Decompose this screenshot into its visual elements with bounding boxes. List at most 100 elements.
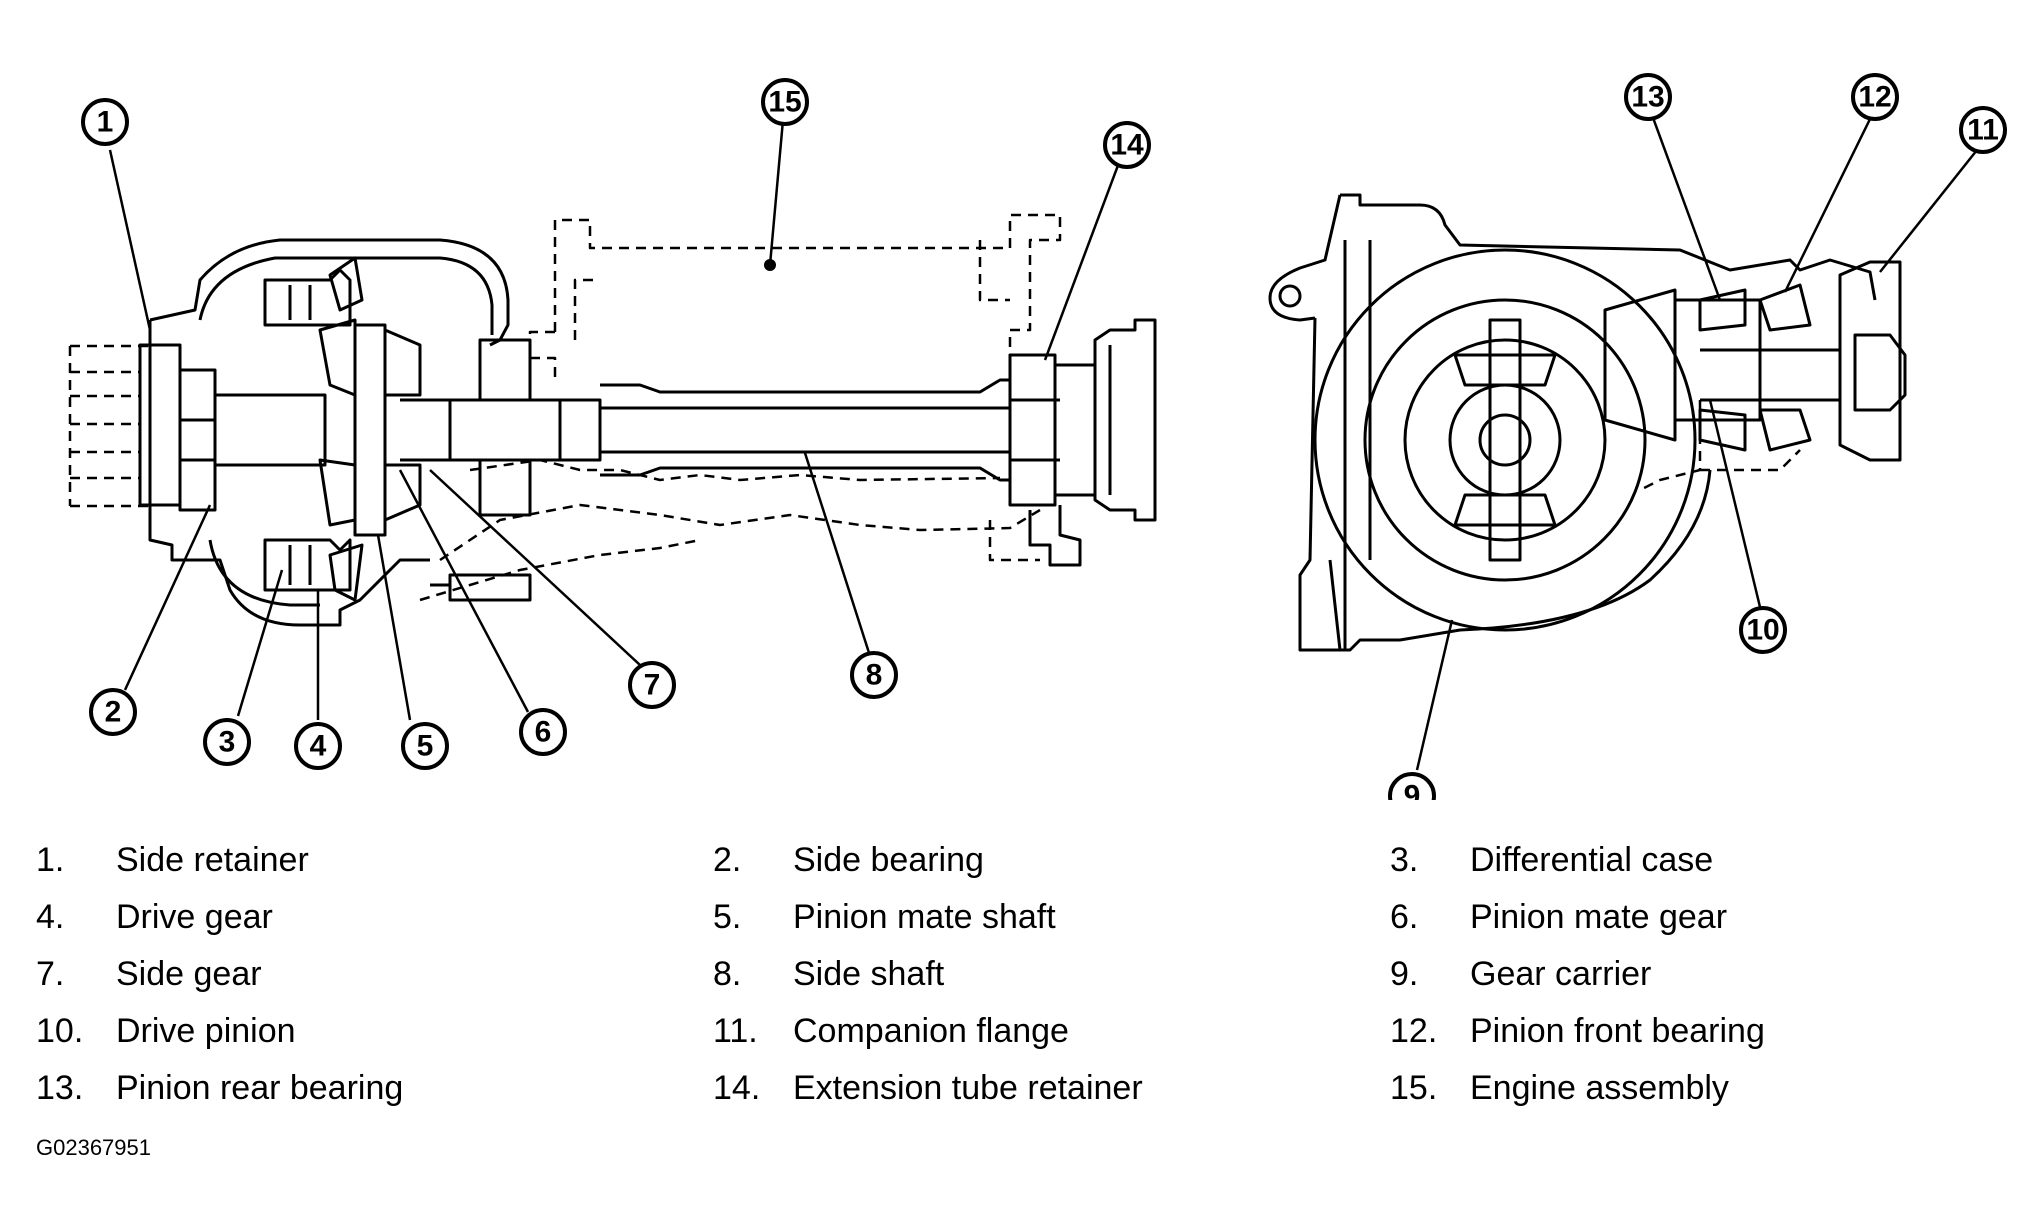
leader-8 (803, 452, 872, 657)
engine-assembly-outline (528, 213, 1062, 378)
side-bearing-left (178, 368, 217, 422)
legend-number: 7. (36, 955, 65, 993)
drive-gear-bottom-bolt (328, 543, 364, 602)
drive-gear-disc-inner (1403, 338, 1607, 542)
legend-label: Extension tube retainer (793, 1069, 1143, 1107)
callout-label: 7 (644, 669, 661, 702)
carrier-mount-hole (1278, 284, 1302, 308)
callout-label: 9 (1404, 780, 1421, 801)
side-shaft (400, 398, 1060, 462)
leader-13 (1650, 114, 1722, 301)
legend-number: 9. (1390, 955, 1419, 993)
pinion-mate-shaft (353, 323, 387, 537)
callout-8: 8 (850, 651, 898, 699)
differential-case-hub (1448, 383, 1562, 497)
legend-number: 11. (713, 1012, 758, 1050)
callout-label: 2 (105, 696, 122, 729)
side-bearing-right (478, 338, 532, 402)
pinion-mate-shaft-vertical (1488, 318, 1522, 562)
drive-gear-top-bolt (328, 256, 364, 312)
callout-13: 13 (1624, 73, 1672, 121)
leader-2 (123, 504, 212, 691)
callout-label: 8 (866, 659, 883, 692)
side-bearing-left-lower (178, 458, 217, 512)
legend-label: Drive pinion (116, 1012, 296, 1050)
callout-label: 4 (310, 730, 327, 763)
legend-label: Side gear (116, 955, 262, 993)
extension-tube-retainer (1008, 353, 1057, 507)
callout-label: 5 (417, 730, 434, 763)
callout-label: 1 (97, 106, 114, 139)
parts-legend: 1. Side retainer 2. Side bearing 3. Diff… (0, 840, 2033, 1170)
pinion-mate-gears-vertical (1453, 353, 1557, 527)
differential-case-center (1478, 413, 1532, 467)
callout-6: 6 (519, 708, 567, 756)
lower-housing-outline (419, 458, 1041, 602)
leader-14 (1043, 159, 1122, 361)
legend-number: 3. (1390, 841, 1419, 879)
legend-label: Pinion front bearing (1470, 1012, 1765, 1050)
drive-gear-bottom (263, 538, 352, 592)
drive-pinion (1603, 288, 1762, 442)
callout-14: 14 (1103, 121, 1151, 169)
axle-stub-outline (68, 344, 150, 508)
flange-lower-bracket (1028, 505, 1082, 567)
callout-10: 10 (1739, 606, 1787, 654)
callouts: 1 2 3 4 5 6 7 8 (81, 73, 2007, 801)
side-gear-right (383, 328, 422, 522)
legend-label: Gear carrier (1470, 955, 1652, 993)
pinion-mate-gear-upper (318, 318, 357, 397)
callout-3: 3 (203, 718, 251, 766)
legend-number: 2. (713, 841, 742, 879)
pinion-mate-gear-lower (318, 458, 357, 527)
drive-gear-disc-outer (1313, 248, 1697, 632)
leader-1 (108, 149, 152, 331)
extension-tube (600, 378, 1010, 482)
legend-label: Side bearing (793, 841, 984, 879)
callout-4: 4 (294, 722, 342, 770)
lower-stud (430, 573, 532, 602)
callout-9: 9 (1388, 772, 1436, 801)
legend-number: 13. (36, 1069, 84, 1107)
leader-6 (398, 469, 530, 713)
legend-number: 5. (713, 898, 742, 936)
axle-flange (1093, 318, 1157, 522)
legend-label: Pinion mate shaft (793, 898, 1056, 936)
drive-pinion-shaft (1700, 348, 1842, 402)
outer-bearing (1053, 363, 1097, 497)
side-retainer (138, 343, 182, 507)
callout-15: 15 (761, 78, 809, 126)
drive-gear-disc (1363, 298, 1647, 582)
legend-number: 14. (713, 1069, 761, 1107)
callout-1: 1 (81, 98, 129, 146)
differential-housing-inner (198, 256, 494, 607)
leader-15 (768, 119, 785, 266)
leader-9 (1415, 619, 1454, 771)
differential-cross-section-diagram: 1 2 3 4 5 6 7 8 (68, 73, 2007, 801)
legend-label: Pinion mate gear (1470, 898, 1728, 936)
leader-10 (1708, 399, 1762, 608)
engine-assembly-marker (764, 259, 776, 271)
callout-11: 11 (1959, 106, 2007, 154)
leader-lines (108, 114, 1978, 771)
leader-7 (429, 469, 641, 666)
legend-number: 6. (1390, 898, 1419, 936)
pinion-rear-bearing (1698, 288, 1747, 452)
pinion-front-bearing (1758, 283, 1812, 452)
legend-label: Differential case (1470, 841, 1714, 879)
left-assembly-drawing (68, 213, 1157, 627)
legend-number: 8. (713, 955, 742, 993)
callout-label: 13 (1631, 81, 1664, 114)
legend-label: Engine assembly (1470, 1069, 1729, 1107)
callout-label: 3 (219, 726, 236, 759)
legend-number: 12. (1390, 1012, 1438, 1050)
legend-label: Drive gear (116, 898, 273, 936)
legend-number: 10. (36, 1012, 84, 1050)
callout-5: 5 (401, 722, 449, 770)
callout-label: 10 (1746, 614, 1779, 647)
legend-label: Pinion rear bearing (116, 1069, 404, 1107)
gear-carrier-housing (1268, 193, 1877, 652)
legend-number: 15. (1390, 1069, 1438, 1107)
callout-label: 14 (1110, 129, 1144, 162)
leader-12 (1783, 114, 1874, 293)
